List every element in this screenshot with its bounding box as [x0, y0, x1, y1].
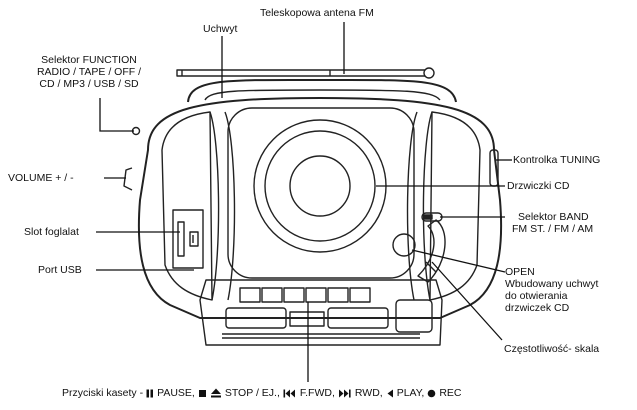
label-function-selector: Selektor FUNCTION RADIO / TAPE / OFF / C…: [18, 54, 160, 90]
record-icon: [428, 389, 436, 397]
label-cassette-buttons: Przyciski kasety - PAUSE, STOP / EJ., F.…: [62, 387, 462, 399]
label-open-line-4: drzwiczek CD: [505, 302, 570, 314]
label-open-line-3: do otwierania: [505, 290, 568, 302]
label-band-selector: Selektor BAND FM ST. / FM / AM: [512, 211, 593, 235]
label-band-line-2: FM ST. / FM / AM: [512, 223, 594, 235]
leader-function: [99, 98, 134, 132]
label-band-line-1: Selektor BAND: [518, 211, 589, 223]
slot-box: [172, 209, 204, 269]
cassette-prefix: Przyciski kasety -: [62, 387, 144, 399]
cassette-ffwd: F.FWD,: [299, 387, 335, 399]
leader-scale: [431, 261, 503, 341]
cassette-rec: REC: [439, 387, 462, 399]
label-open-line-1: OPEN: [505, 266, 535, 278]
cassette-pause: PAUSE,: [157, 387, 195, 399]
stop-icon: [198, 389, 206, 397]
label-handle: Uchwyt: [203, 23, 238, 35]
handle-drawing: [187, 78, 457, 103]
label-card-slot: Slot foglalat: [24, 226, 79, 238]
label-frequency-scale: Częstotliwość- skala: [504, 343, 600, 355]
tuning-scale-drawing: [417, 219, 446, 283]
label-function-line-2: RADIO / TAPE / OFF /: [36, 66, 142, 78]
eject-icon: [210, 388, 221, 398]
label-open-handle: OPEN Wbudowany uchwyt do otwierania drzw…: [505, 266, 598, 314]
label-function-line-1: Selektor FUNCTION: [41, 54, 137, 66]
label-antenna: Teleskopowa antena FM: [260, 7, 374, 19]
open-handle-drawing: [392, 233, 416, 257]
label-open-line-2: Wbudowany uchwyt: [505, 278, 599, 290]
label-function-line-3: CD / MP3 / USB / SD: [39, 78, 139, 90]
antenna-drawing: [176, 67, 435, 79]
label-usb-port: Port USB: [38, 264, 82, 276]
fast-forward-icon: [283, 389, 295, 397]
volume-knob: [123, 167, 133, 191]
label-tuning-indicator: Kontrolka TUNING: [513, 154, 601, 166]
cassette-keys: [239, 287, 371, 303]
cassette-deck: [199, 279, 443, 346]
pause-icon: [146, 389, 154, 397]
play-icon: [387, 389, 393, 397]
cd-door-drawing: [227, 107, 415, 279]
cassette-rwd: RWD,: [354, 387, 383, 399]
label-cd-door: Drzwiczki CD: [507, 180, 570, 192]
label-volume: VOLUME + / -: [8, 172, 74, 184]
leader-open: [411, 249, 506, 273]
rewind-icon: [338, 389, 351, 397]
cassette-play: PLAY,: [396, 387, 425, 399]
cassette-stop-eject: STOP / EJ.,: [224, 387, 280, 399]
